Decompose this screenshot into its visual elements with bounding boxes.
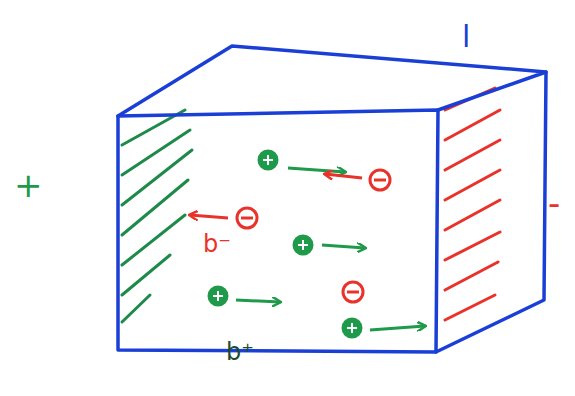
plus-electrode-hatching — [122, 110, 192, 322]
negative-carrier-label: b⁻ — [203, 232, 231, 256]
minus-terminal-label: - — [548, 186, 560, 220]
length-label: l — [462, 22, 470, 52]
plus-terminal-label: + — [14, 168, 43, 202]
slab-outline — [118, 46, 546, 352]
minus-electrode-hatching — [445, 88, 500, 320]
positive-charges — [209, 151, 425, 337]
positive-carrier-label: b⁺ — [226, 340, 254, 364]
negative-charges — [190, 170, 390, 302]
